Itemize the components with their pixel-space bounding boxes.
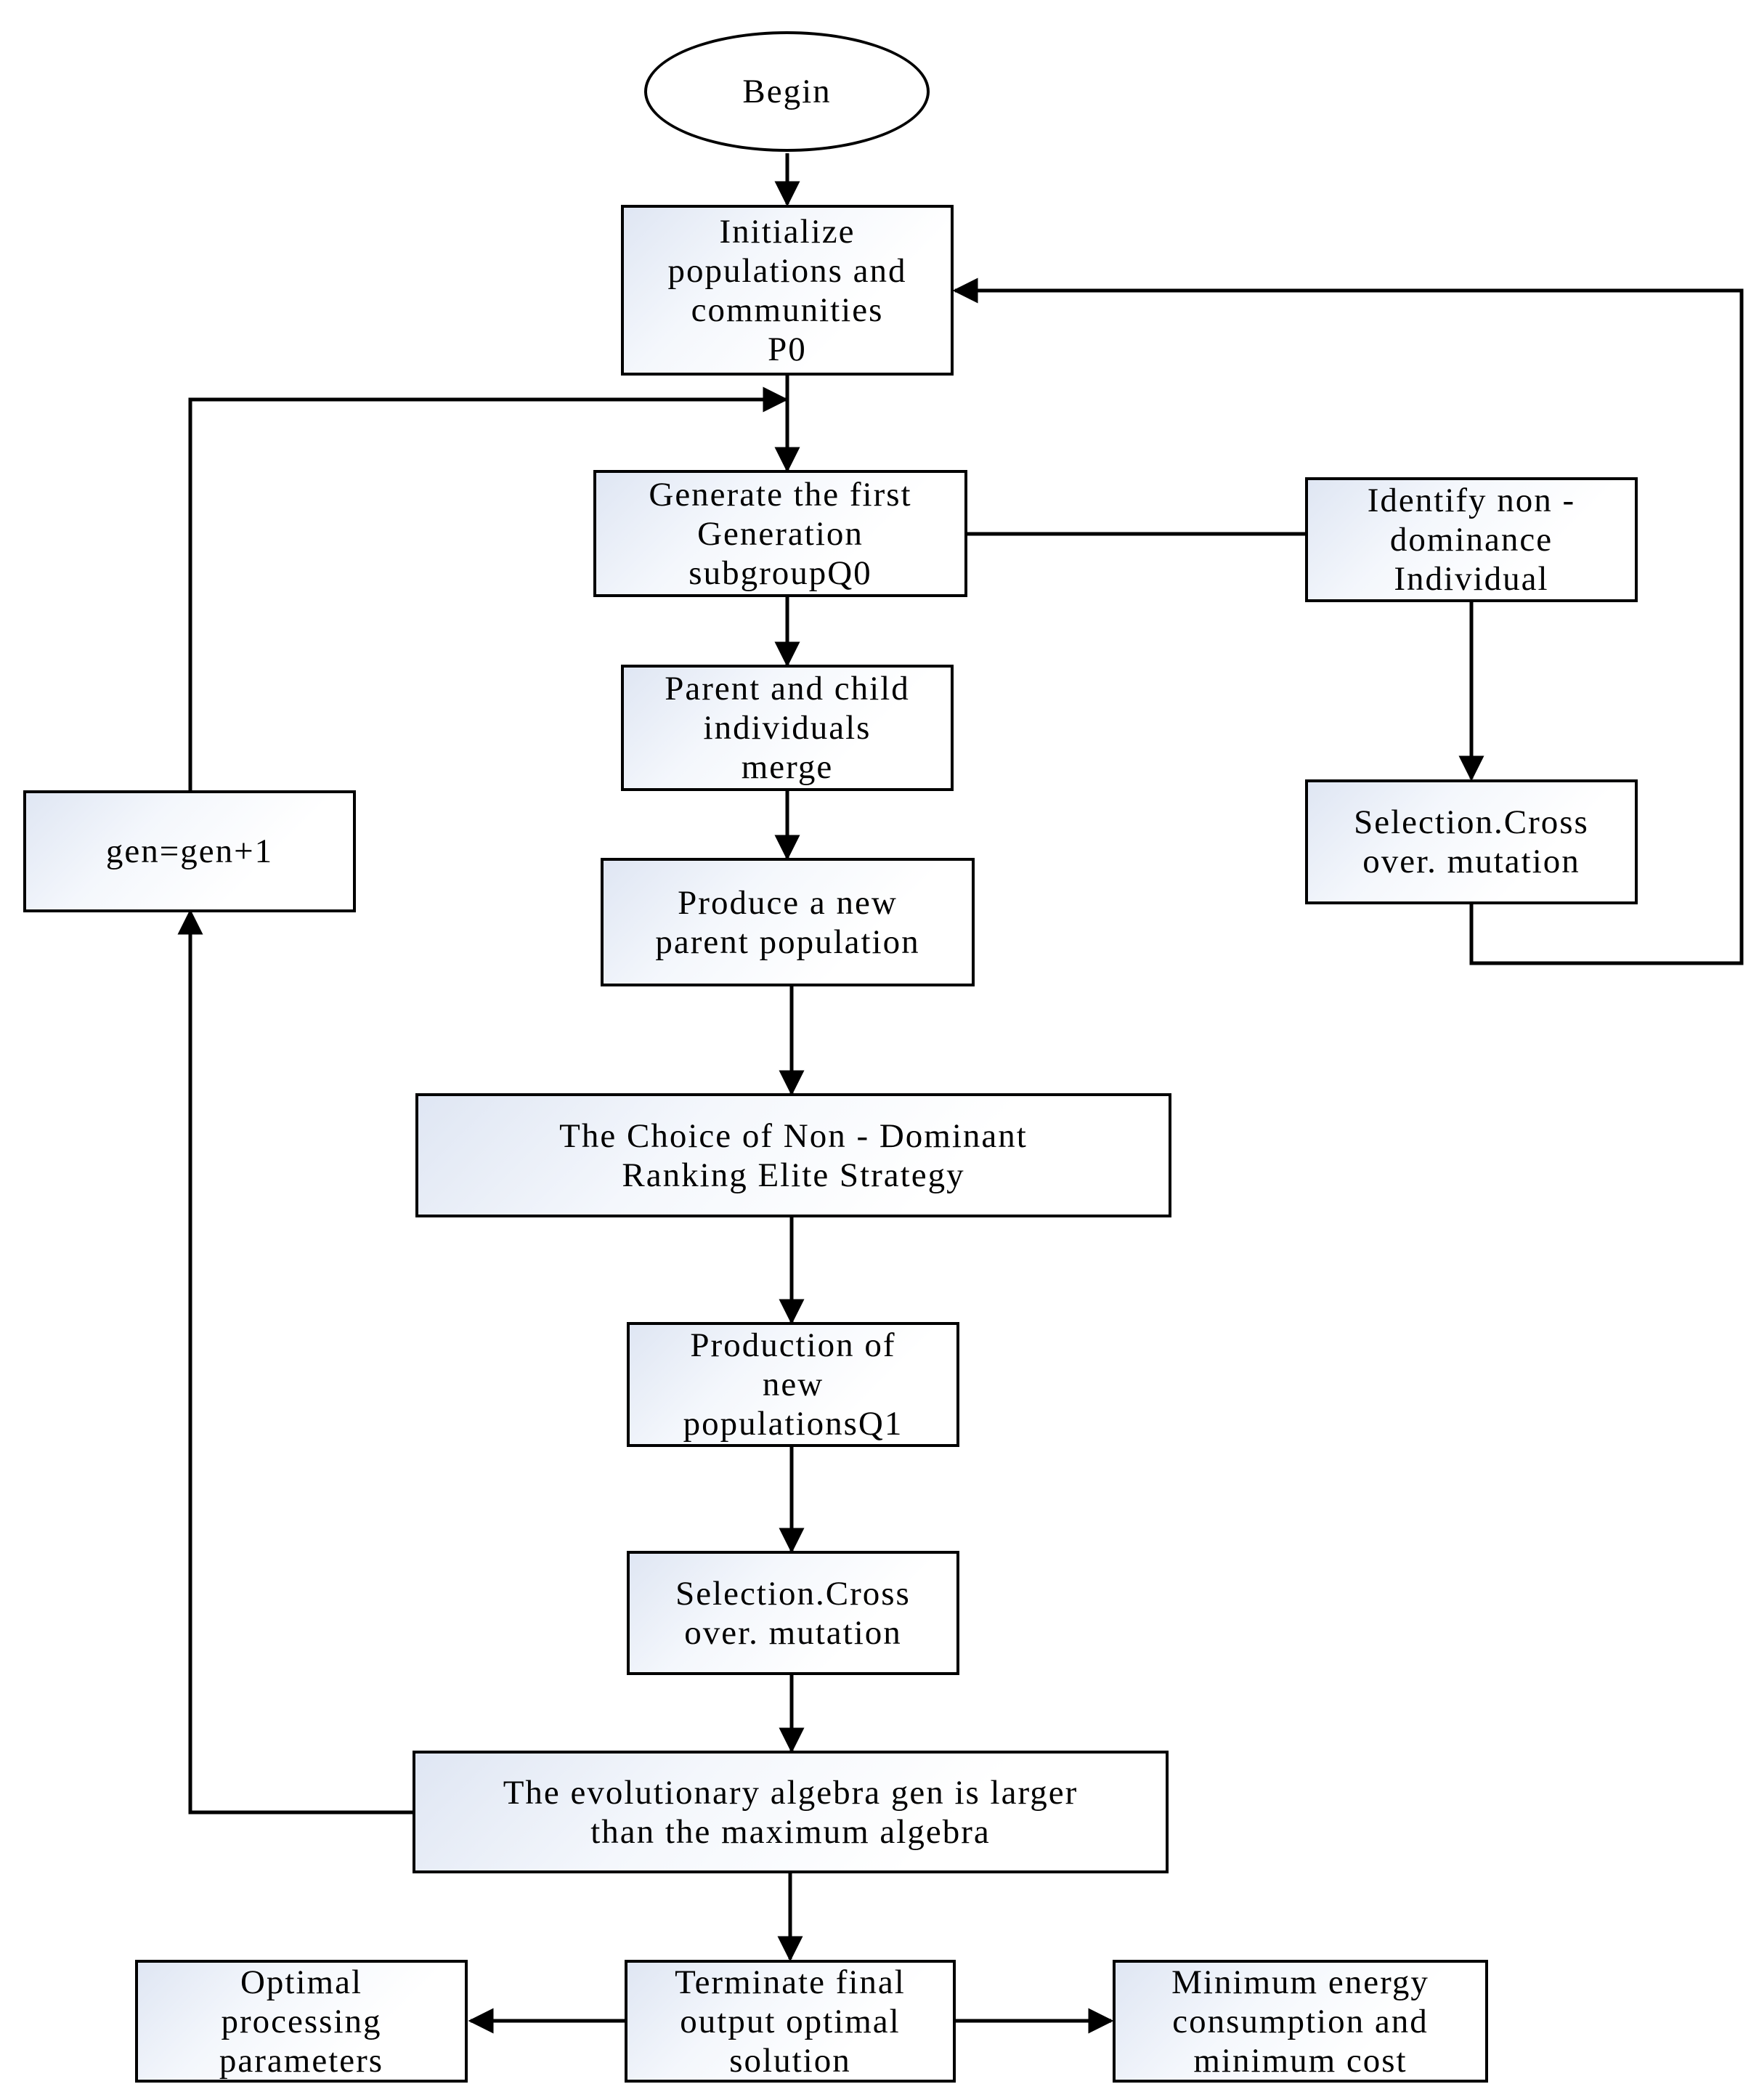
terminate-label: Terminate final output optimal solution — [675, 1963, 906, 2080]
elite-strategy-label: The Choice of Non - Dominant Ranking Eli… — [559, 1116, 1028, 1194]
arrow-selection-side-to-init — [952, 277, 1744, 965]
evolution-check-label: The evolutionary algebra gen is larger t… — [503, 1773, 1078, 1851]
begin-label: Begin — [742, 73, 832, 110]
selection-crossover-side-node: Selection.Cross over. mutation — [1305, 779, 1638, 904]
selection-crossover-main-node: Selection.Cross over. mutation — [627, 1551, 959, 1675]
generate-first-generation-node: Generate the first Generation subgroupQ0 — [593, 470, 967, 597]
optimal-params-node: Optimal processing parameters — [135, 1960, 468, 2083]
selection-crossover-main-label: Selection.Cross over. mutation — [675, 1574, 911, 1652]
production-q1-node: Production of new populationsQ1 — [627, 1322, 959, 1447]
arrow-gen-increment-loop — [188, 386, 789, 790]
identify-non-dominance-label: Identify non - dominance Individual — [1367, 482, 1576, 598]
optimal-params-label: Optimal processing parameters — [219, 1963, 384, 2080]
arrow-evolution-to-gen-increment — [177, 909, 413, 1815]
min-energy-node: Minimum energy consumption and minimum c… — [1113, 1960, 1488, 2083]
initialize-population-node: Initialize populations and communities P… — [621, 205, 954, 376]
evolution-check-node: The evolutionary algebra gen is larger t… — [413, 1751, 1169, 1873]
elite-strategy-node: The Choice of Non - Dominant Ranking Eli… — [415, 1093, 1171, 1217]
selection-crossover-side-label: Selection.Cross over. mutation — [1354, 803, 1589, 880]
begin-node: Begin — [644, 31, 930, 152]
generate-first-generation-label: Generate the first Generation subgroupQ0 — [649, 475, 912, 592]
new-parent-population-node: Produce a new parent population — [601, 858, 975, 986]
new-parent-population-label: Produce a new parent population — [655, 883, 920, 961]
gen-increment-node: gen=gen+1 — [23, 790, 356, 912]
production-q1-label: Production of new populationsQ1 — [683, 1326, 903, 1443]
identify-non-dominance-node: Identify non - dominance Individual — [1305, 477, 1638, 602]
min-energy-label: Minimum energy consumption and minimum c… — [1171, 1963, 1429, 2080]
gen-increment-label: gen=gen+1 — [105, 832, 274, 870]
terminate-node: Terminate final output optimal solution — [625, 1960, 956, 2083]
merge-individuals-label: Parent and child individuals merge — [665, 670, 910, 786]
initialize-population-label: Initialize populations and communities P… — [667, 212, 907, 368]
merge-individuals-node: Parent and child individuals merge — [621, 665, 954, 791]
